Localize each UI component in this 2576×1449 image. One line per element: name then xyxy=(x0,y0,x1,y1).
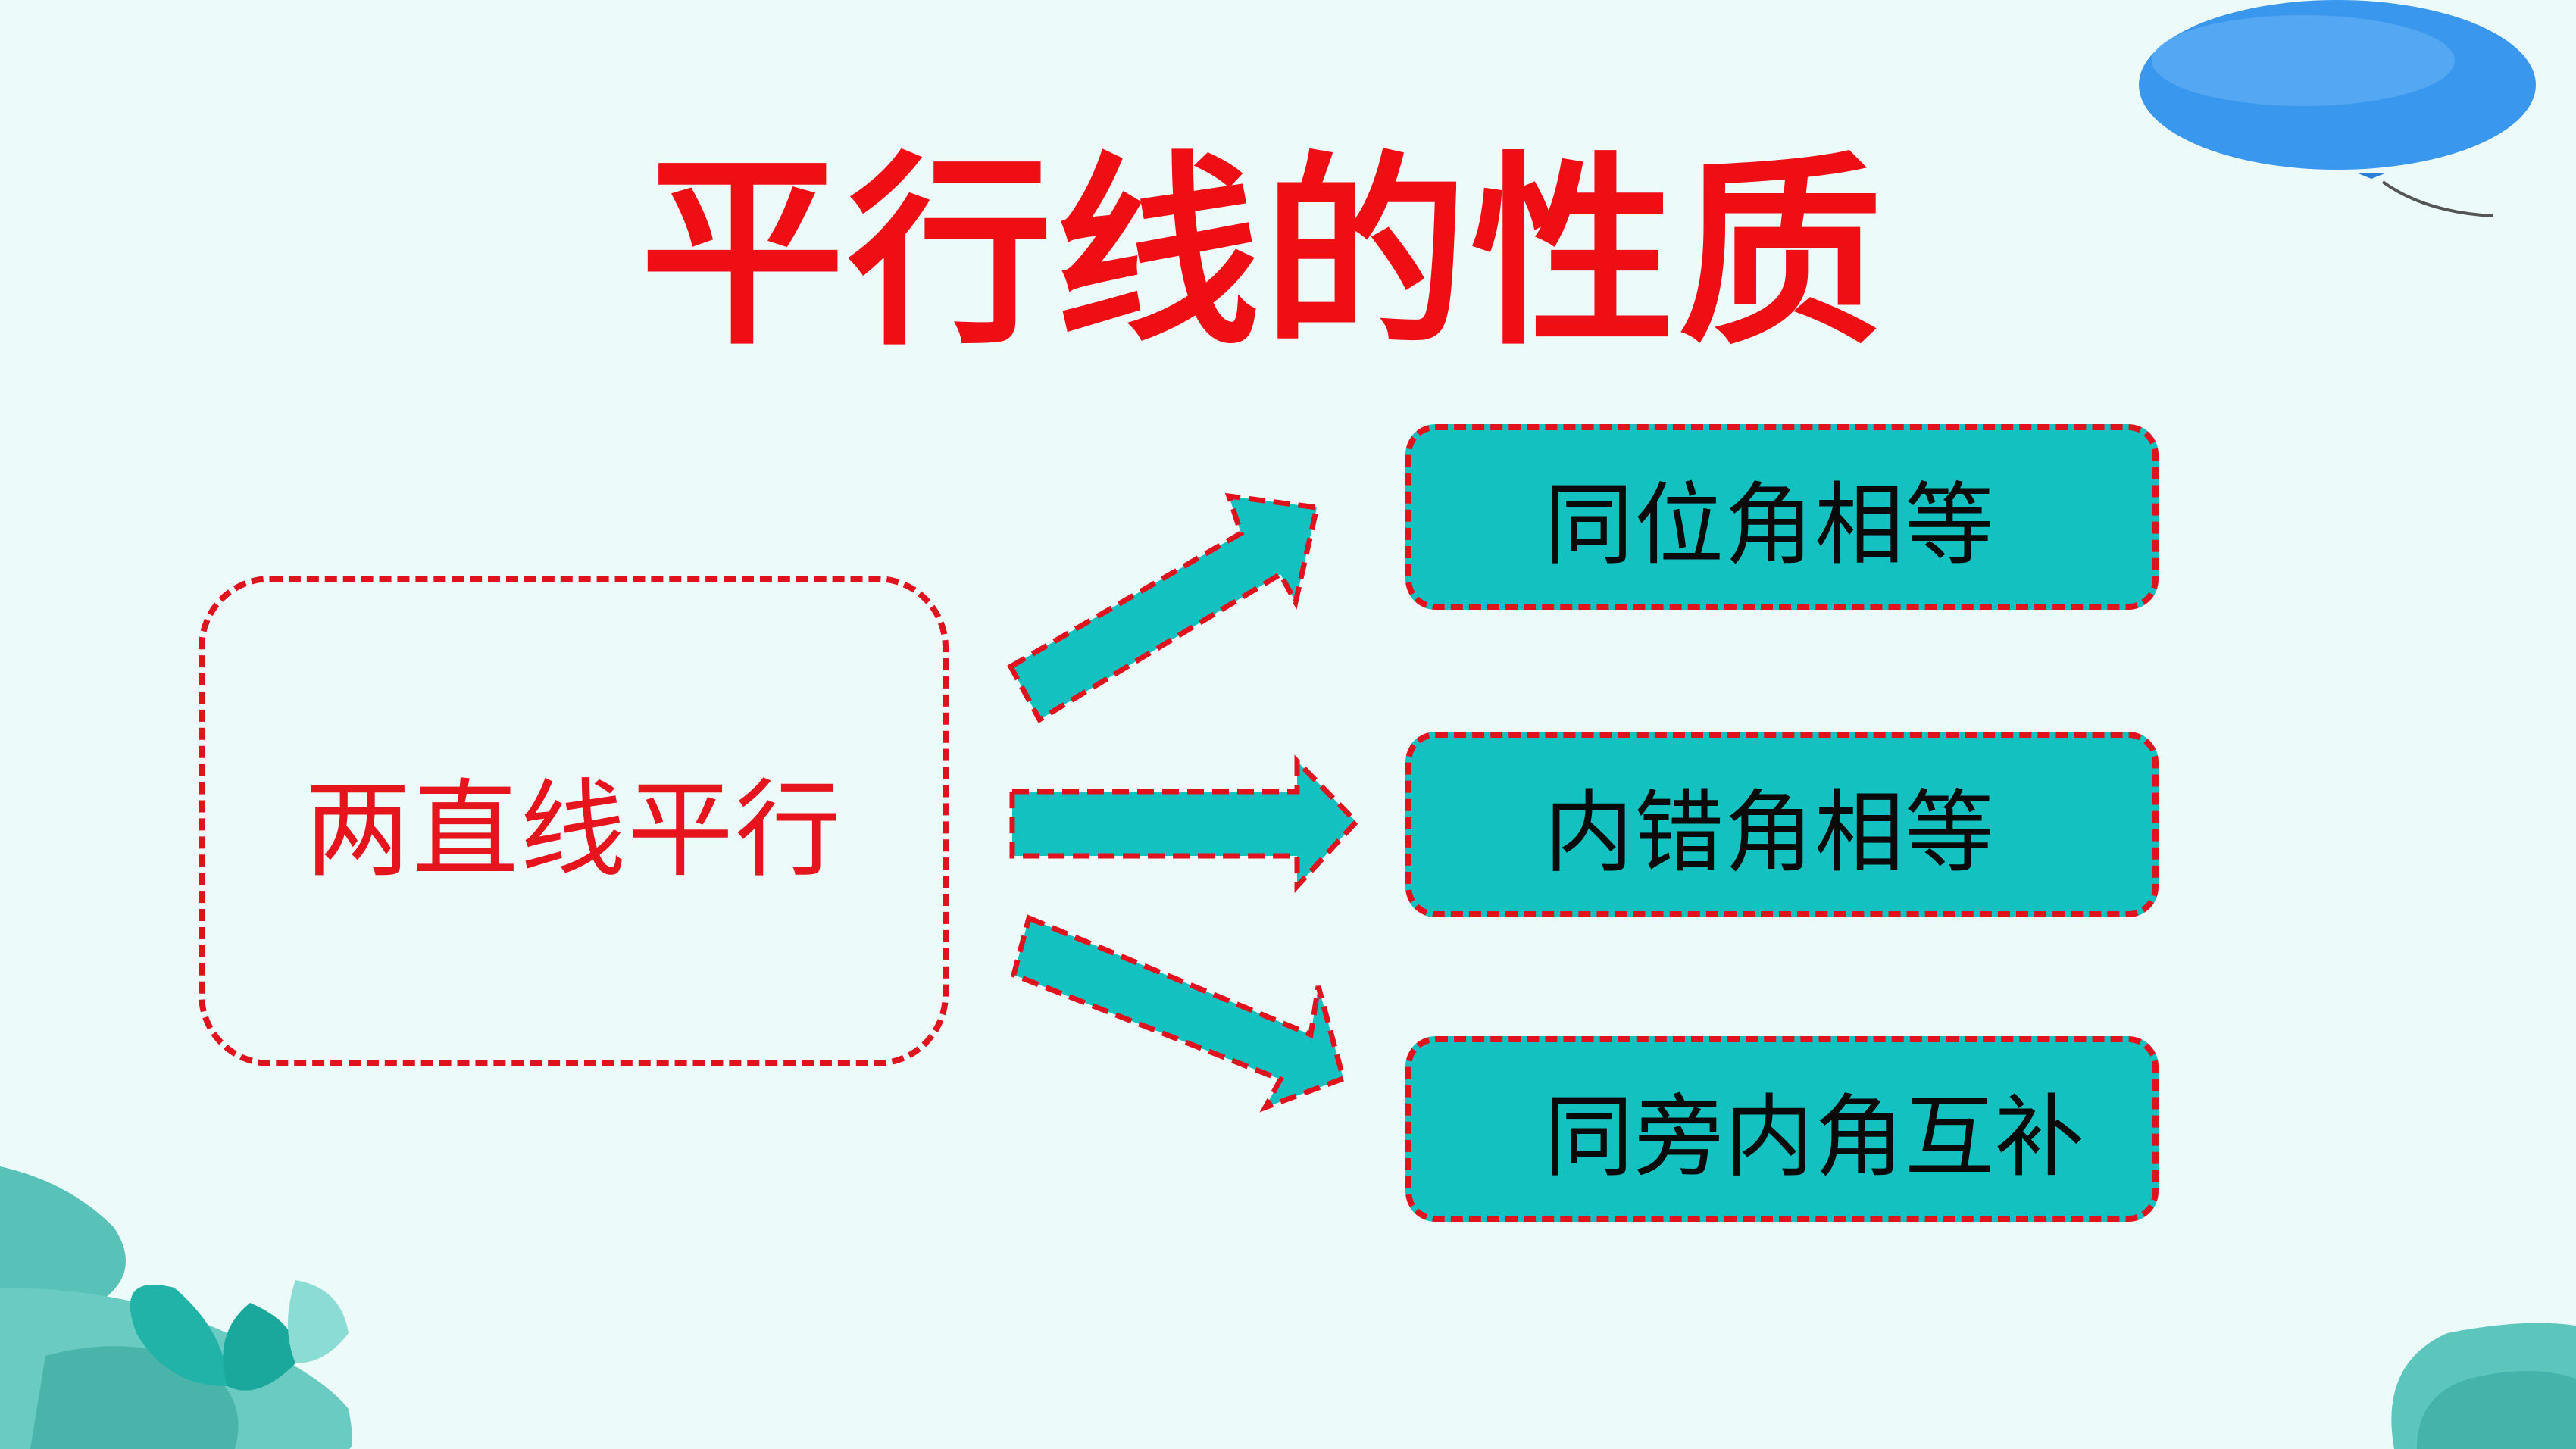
balloon-icon xyxy=(2139,0,2536,217)
result-box-alternate-angles: 内错角相等 xyxy=(1405,732,2159,917)
arrow-lower xyxy=(1010,914,1347,1113)
result-label: 同位角相等 xyxy=(1544,473,1996,577)
leaf-decoration-icon xyxy=(0,1166,352,1449)
result-label: 同旁内角互补 xyxy=(1544,1085,2086,1189)
result-box-corresponding-angles: 同位角相等 xyxy=(1405,424,2159,610)
arrow-upper xyxy=(1007,492,1321,723)
source-box: 两直线平行 xyxy=(199,576,949,1066)
result-box-co-interior-angles: 同旁内角互补 xyxy=(1405,1036,2159,1222)
source-label: 两直线平行 xyxy=(304,769,843,892)
rock-decoration-icon xyxy=(2391,1323,2576,1449)
arrow-middle xyxy=(1009,754,1360,893)
page-title: 平行线的性质 xyxy=(640,134,1886,373)
result-label: 内错角相等 xyxy=(1544,780,1996,885)
